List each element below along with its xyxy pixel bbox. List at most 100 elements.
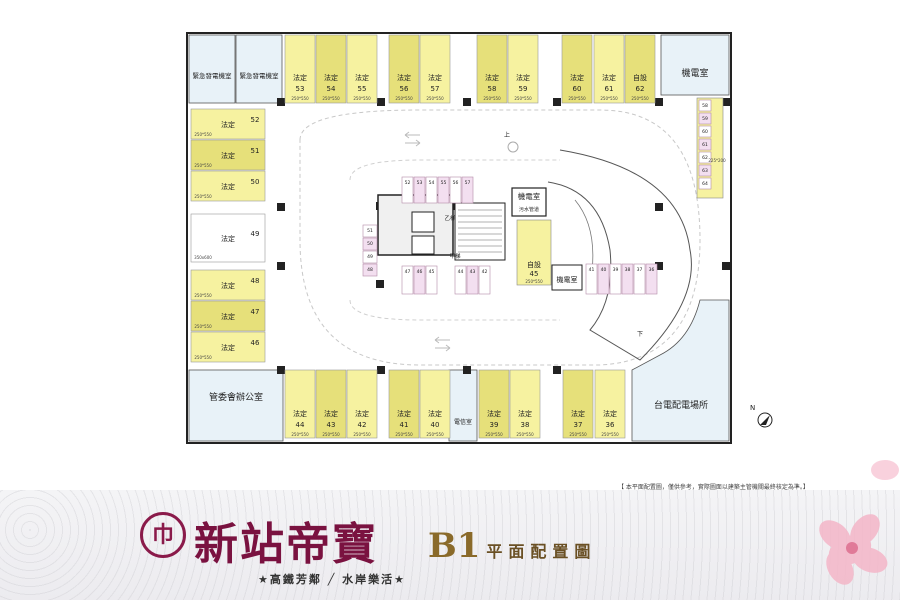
bottom-stall-type: 法定 bbox=[603, 409, 617, 418]
top-stall-type: 法定 bbox=[602, 73, 616, 82]
top-stall-number: 62 bbox=[636, 85, 645, 93]
moto-top-box bbox=[437, 176, 450, 204]
bottom-stall-number: 41 bbox=[400, 421, 409, 429]
mech-room-small-label: 機電室 bbox=[557, 275, 578, 284]
telecom-area bbox=[448, 369, 478, 442]
bottom-stall-box bbox=[478, 369, 510, 439]
moto-top-number: 55 bbox=[441, 180, 447, 186]
traffic-arrows bbox=[404, 131, 451, 352]
moto-right-se-box bbox=[585, 263, 598, 295]
bottom-stall-number: 44 bbox=[296, 421, 305, 429]
left-stall-number: 52 bbox=[251, 116, 260, 124]
brand-logo: 巾 新站帝寶 bbox=[140, 508, 400, 588]
top-stall-type: 法定 bbox=[293, 73, 307, 82]
left-stall-number: 49 bbox=[251, 230, 260, 238]
bottom-stall-box bbox=[388, 369, 420, 439]
moto-right-ne-box bbox=[698, 177, 712, 190]
top-stall-number: 58 bbox=[488, 85, 497, 93]
elevator-shaft-b bbox=[411, 211, 435, 233]
top-parking-row: 法定53250*550法定54250*550法定55250*550法定56250… bbox=[284, 34, 656, 104]
bottom-stall-box bbox=[509, 369, 541, 439]
moto-right-ne-number: 61 bbox=[702, 142, 708, 148]
moto-right-se-number: 39 bbox=[613, 267, 619, 273]
moto-left-number: 48 bbox=[367, 267, 373, 273]
moto-right-ne-box bbox=[698, 164, 712, 177]
moto-bottom-left-box bbox=[413, 265, 426, 295]
bottom-stall-box bbox=[562, 369, 594, 439]
left-stall-size: 250*550 bbox=[194, 293, 212, 298]
top-stall-number: 55 bbox=[358, 85, 367, 93]
moto-top-number: 54 bbox=[429, 180, 435, 186]
left-parking-column: 法定52250*550法定51250*550法定50250*550法定49350… bbox=[190, 108, 266, 363]
mech-room-ne-area bbox=[660, 34, 730, 96]
moto-left-box bbox=[362, 263, 378, 277]
bottom-stall-box bbox=[346, 369, 378, 439]
disclaimer-text: 【 本平面配置圖，僅供參考，實際圖面以建築主管機關最終核定為準。】 bbox=[618, 484, 809, 491]
top-stall-size: 250*550 bbox=[426, 96, 444, 101]
core-slot-45-size: 250*550 bbox=[525, 279, 543, 284]
elevator-shaft-a bbox=[411, 235, 435, 255]
top-stall-size: 250*550 bbox=[631, 96, 649, 101]
generator-room-1-label: 緊急發電機室 bbox=[193, 71, 233, 80]
bottom-stall-size: 250*550 bbox=[426, 432, 444, 437]
moto-bottom-left-number: 45 bbox=[429, 269, 435, 275]
bottom-stall-size: 250*550 bbox=[353, 432, 371, 437]
moto-right-ne-box bbox=[698, 151, 712, 164]
top-stall-type: 法定 bbox=[570, 73, 584, 82]
moto-right-ne-number: 60 bbox=[702, 129, 708, 135]
moto-right-ne-number: 58 bbox=[702, 103, 708, 109]
moto-left-number: 51 bbox=[367, 228, 373, 234]
top-stall-size: 250*550 bbox=[483, 96, 501, 101]
left-stall-type: 法定 bbox=[221, 234, 235, 243]
bottom-stall-number: 36 bbox=[606, 421, 615, 429]
left-stall-size: 250*550 bbox=[194, 324, 212, 329]
moto-top-box bbox=[461, 176, 474, 204]
moto-top-number: 57 bbox=[465, 180, 471, 186]
moto-left-number: 49 bbox=[367, 254, 373, 260]
moto-right-ne-box bbox=[698, 112, 712, 125]
left-stall-type: 法定 bbox=[221, 182, 235, 191]
bottom-stall-type: 法定 bbox=[571, 409, 585, 418]
moto-right-ne-box bbox=[698, 99, 712, 112]
top-stall-box bbox=[476, 34, 508, 104]
bottom-stall-box bbox=[284, 369, 316, 439]
bottom-stall-type: 法定 bbox=[397, 409, 411, 418]
core-slot-45-type: 自設 bbox=[527, 260, 541, 269]
moto-bottom-mid-box bbox=[466, 265, 479, 295]
top-stall-box bbox=[346, 34, 378, 104]
moto-top-number: 52 bbox=[405, 180, 411, 186]
moto-bottom-mid-number: 44 bbox=[458, 269, 464, 275]
bottom-stall-number: 42 bbox=[358, 421, 367, 429]
power-station-area bbox=[631, 299, 730, 442]
moto-top-number: 53 bbox=[417, 180, 423, 186]
top-stall-number: 53 bbox=[296, 85, 305, 93]
top-stall-type: 法定 bbox=[324, 73, 338, 82]
bottom-stall-size: 250*550 bbox=[601, 432, 619, 437]
ramp-down-label: 下 bbox=[637, 331, 643, 338]
top-stall-size: 250*550 bbox=[568, 96, 586, 101]
moto-right-se-box bbox=[597, 263, 610, 295]
top-stall-box bbox=[593, 34, 625, 104]
bottom-stall-size: 250*550 bbox=[485, 432, 503, 437]
bottom-stall-type: 法定 bbox=[487, 409, 501, 418]
top-stall-number: 57 bbox=[431, 85, 440, 93]
core-slot-45-box bbox=[516, 219, 552, 286]
top-stall-type: 法定 bbox=[355, 73, 369, 82]
moto-top-box bbox=[449, 176, 462, 204]
moto-left-box bbox=[362, 250, 378, 264]
bottom-stall-number: 37 bbox=[574, 421, 583, 429]
columns bbox=[277, 98, 730, 374]
left-stall-number: 48 bbox=[251, 277, 260, 285]
left-stall-number: 46 bbox=[251, 339, 260, 347]
brand-tagline: ★高鐵芳鄰 ╱ 水岸樂活★ bbox=[258, 573, 407, 586]
left-stall-type: 法定 bbox=[221, 312, 235, 321]
top-stall-box bbox=[315, 34, 347, 104]
moto-top-box bbox=[425, 176, 438, 204]
moto-right-se-box bbox=[645, 263, 658, 295]
power-station-label: 台電配電場所 bbox=[654, 399, 708, 411]
moto-bottom-left-box bbox=[401, 265, 414, 295]
moto-right-se-box bbox=[621, 263, 634, 295]
moto-top-number: 56 bbox=[453, 180, 459, 186]
brand-mark-icon: 巾 bbox=[140, 512, 186, 558]
moto-right-se-number: 40 bbox=[601, 267, 607, 273]
